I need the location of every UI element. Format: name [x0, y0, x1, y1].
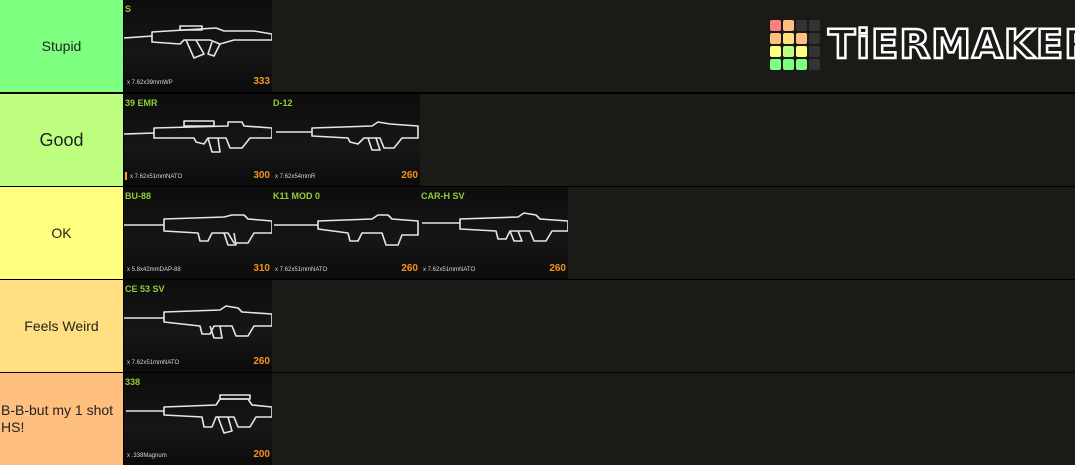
logo-grid-cell — [770, 46, 781, 57]
logo-grid-cell — [783, 46, 794, 57]
logo-grid-cell — [770, 59, 781, 70]
damage-value: 300 — [253, 170, 270, 181]
logo-text: TiERMAKER — [827, 21, 1075, 70]
ammo-type: x 7.62x39mmWP — [127, 80, 173, 86]
assault-rifle-icon — [124, 25, 272, 59]
tiermaker-logo[interactable]: TiERMAKER — [770, 20, 1075, 70]
semi-auto-rifle-icon — [274, 214, 419, 246]
damage-value: 260 — [401, 263, 418, 274]
dmr-rifle-icon — [276, 121, 419, 151]
logo-grid-cell — [796, 59, 807, 70]
damage-value: 260 — [549, 263, 566, 274]
weapon-card[interactable]: BU-88 x 5.8x42mmDAP-88 310 — [124, 187, 272, 279]
tier-row-ok: OK BU-88 x 5.8x42mmDAP-88 310 K11 MOD 0 … — [0, 187, 1075, 279]
weapon-name: S — [125, 4, 132, 14]
weapon-name: CE 53 SV — [125, 284, 165, 294]
damage-value: 260 — [401, 170, 418, 181]
logo-grid-cell — [796, 20, 807, 31]
tier-row-good: Good 39 EMR x 7.62x51mmNATO 300 D-12 — [0, 94, 1075, 186]
ammo-type: x 7.62x51mmNATO — [130, 174, 183, 180]
logo-grid-icon — [770, 20, 820, 70]
weapon-name: BU-88 — [125, 191, 152, 201]
marksman-rifle-icon — [124, 120, 272, 153]
tier-label[interactable]: OK — [0, 187, 124, 279]
damage-value: 333 — [253, 76, 270, 87]
ammo-bar — [125, 172, 127, 180]
ammo-type: x 7.62x51mmNATO — [275, 267, 328, 273]
logo-grid-cell — [796, 46, 807, 57]
tier-row-feels-weird: Feels Weird CE 53 SV x 7.62x51mmNATO 260 — [0, 280, 1075, 372]
weapon-card[interactable]: CAR-H SV x 7.62x51mmNATO 260 — [420, 187, 568, 279]
damage-value: 310 — [253, 263, 270, 274]
tier-items: S x 7.62x39mmWP 333 — [124, 0, 272, 92]
logo-grid-cell — [783, 59, 794, 70]
weapon-name: CAR-H SV — [421, 191, 465, 201]
weapon-card[interactable]: 338 x .338Magnum 200 — [124, 373, 272, 465]
ammo-type: x .338Magnum — [127, 453, 167, 459]
tier-items: BU-88 x 5.8x42mmDAP-88 310 K11 MOD 0 x 7… — [124, 187, 568, 279]
logo-grid-cell — [809, 59, 820, 70]
tier-label[interactable]: B-B-but my 1 shot HS! — [0, 373, 124, 465]
tier-items: 338 x .338Magnum 200 — [124, 373, 272, 465]
ammo-type: x 7.62x54mmR — [275, 174, 316, 180]
weapon-card[interactable]: D-12 x 7.62x54mmR 260 — [272, 94, 420, 186]
tier-items: CE 53 SV x 7.62x51mmNATO 260 — [124, 280, 272, 372]
weapon-card[interactable]: K11 MOD 0 x 7.62x51mmNATO 260 — [272, 187, 420, 279]
scar-rifle-icon — [124, 305, 272, 339]
logo-grid-cell — [796, 33, 807, 44]
tier-label[interactable]: Good — [0, 94, 124, 186]
weapon-card[interactable]: S x 7.62x39mmWP 333 — [124, 0, 272, 92]
weapon-name: K11 MOD 0 — [273, 191, 321, 201]
damage-value: 260 — [253, 356, 270, 367]
logo-grid-cell — [783, 33, 794, 44]
logo-grid-cell — [809, 20, 820, 31]
damage-value: 200 — [253, 449, 270, 460]
tier-label[interactable]: Stupid — [0, 0, 124, 92]
weapon-card[interactable]: CE 53 SV x 7.62x51mmNATO 260 — [124, 280, 272, 372]
sniper-rifle-icon — [126, 394, 272, 434]
weapon-name: 39 EMR — [125, 98, 158, 108]
logo-grid-cell — [809, 33, 820, 44]
ammo-type: x 7.62x51mmNATO — [423, 267, 476, 273]
ammo-type: x 5.8x42mmDAP-88 — [127, 267, 181, 273]
tier-row-stupid: Stupid S x 7.62x39mmWP 333 — [0, 0, 1075, 92]
logo-grid-cell — [809, 46, 820, 57]
weapon-name: 338 — [125, 377, 141, 387]
ammo-type: x 7.62x51mmNATO — [127, 360, 180, 366]
tier-label[interactable]: Feels Weird — [0, 280, 124, 372]
weapon-name: D-12 — [273, 98, 293, 108]
battle-rifle-icon — [422, 212, 568, 242]
logo-grid-cell — [770, 33, 781, 44]
bullpup-rifle-icon — [124, 214, 272, 246]
tier-items: 39 EMR x 7.62x51mmNATO 300 D-12 — [124, 94, 420, 186]
weapon-card[interactable]: 39 EMR x 7.62x51mmNATO 300 — [124, 94, 272, 186]
tier-row-one-shot-hs: B-B-but my 1 shot HS! 338 x .338Magnum 2… — [0, 373, 1075, 465]
logo-grid-cell — [770, 20, 781, 31]
logo-grid-cell — [783, 20, 794, 31]
